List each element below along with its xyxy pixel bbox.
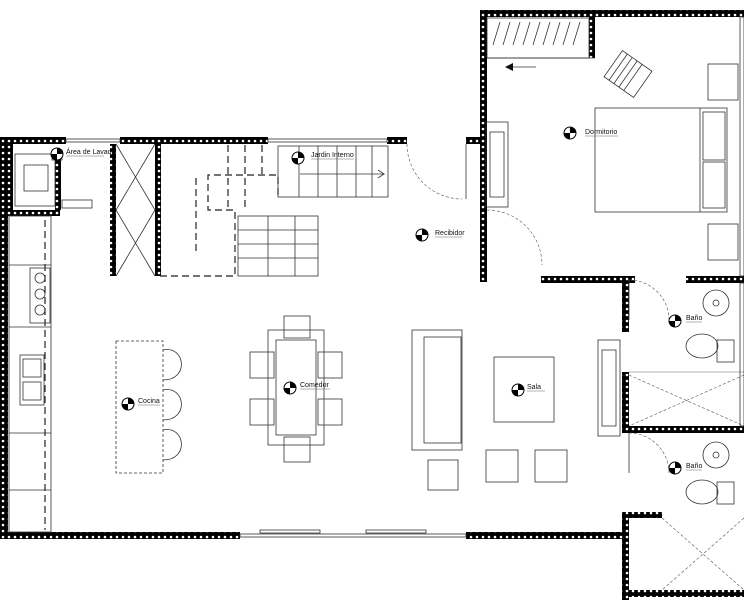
wall-closet-divider xyxy=(589,10,595,58)
marker-sala xyxy=(511,383,525,397)
room-labels: Área de Lavado Jardin Interno Dormitorio… xyxy=(66,129,702,471)
bathroom-1 xyxy=(628,289,744,427)
label-bano-2: Baño xyxy=(686,463,702,470)
marker-lavado xyxy=(50,147,64,161)
doors xyxy=(406,143,670,474)
kitchen-counter xyxy=(8,215,52,533)
label-sala: Sala xyxy=(527,384,541,391)
wall-west xyxy=(0,137,8,539)
bedroom-furniture xyxy=(485,50,739,261)
wall-dorm-north xyxy=(480,10,744,17)
marker-cocina xyxy=(121,397,135,411)
wall-dorm-south-a xyxy=(541,276,635,283)
wall-bath-west-c xyxy=(622,512,629,600)
label-jardin: Jardin Interno xyxy=(311,152,354,159)
marker-bano-1 xyxy=(668,314,682,328)
level-marker-icon xyxy=(50,126,682,475)
wall-bath-south xyxy=(622,590,744,597)
wall-bath-west xyxy=(622,276,629,332)
label-comedor: Comedor xyxy=(300,382,329,389)
marker-recibidor xyxy=(415,228,429,242)
label-cocina: Cocina xyxy=(138,398,160,405)
marker-dormitorio xyxy=(563,126,577,140)
label-recibidor: Recibidor xyxy=(435,230,465,237)
wall-dorm-south-b xyxy=(686,276,744,283)
label-dormitorio: Dormitorio xyxy=(585,129,617,136)
kitchen-sink xyxy=(19,354,45,406)
wall-south-b xyxy=(466,532,628,539)
living-furniture xyxy=(411,329,621,491)
stairs xyxy=(115,17,595,277)
wall-bath-shower xyxy=(622,512,662,518)
arrow-left-icon xyxy=(505,63,536,71)
stove xyxy=(29,267,51,324)
wall-dorm-west xyxy=(480,10,487,282)
wall-north-mid xyxy=(120,137,268,144)
wall-south xyxy=(0,532,240,539)
wall-bath-west-b xyxy=(622,372,629,430)
dining-table xyxy=(249,315,343,463)
wall-jardin-left xyxy=(155,144,160,276)
wall-shaft-left xyxy=(110,144,116,276)
marker-bano-2 xyxy=(668,461,682,475)
wall-bath-mid xyxy=(622,426,744,433)
marker-jardin xyxy=(291,151,305,165)
wall-north-jardin xyxy=(387,137,407,144)
windows xyxy=(65,16,744,538)
wall-recibidor-left xyxy=(466,137,480,144)
label-lavado: Área de Lavado xyxy=(66,147,116,156)
label-bano-1: Baño xyxy=(686,315,702,322)
wall-lavado-right xyxy=(55,155,61,210)
wall-north-lavado xyxy=(0,137,66,144)
marker-comedor xyxy=(283,381,297,395)
bathroom-2 xyxy=(661,441,744,591)
wall-lavado-bottom xyxy=(8,210,60,216)
walls xyxy=(0,10,744,600)
closet-stairs xyxy=(486,17,595,59)
wall-lavado-inner xyxy=(8,144,13,210)
